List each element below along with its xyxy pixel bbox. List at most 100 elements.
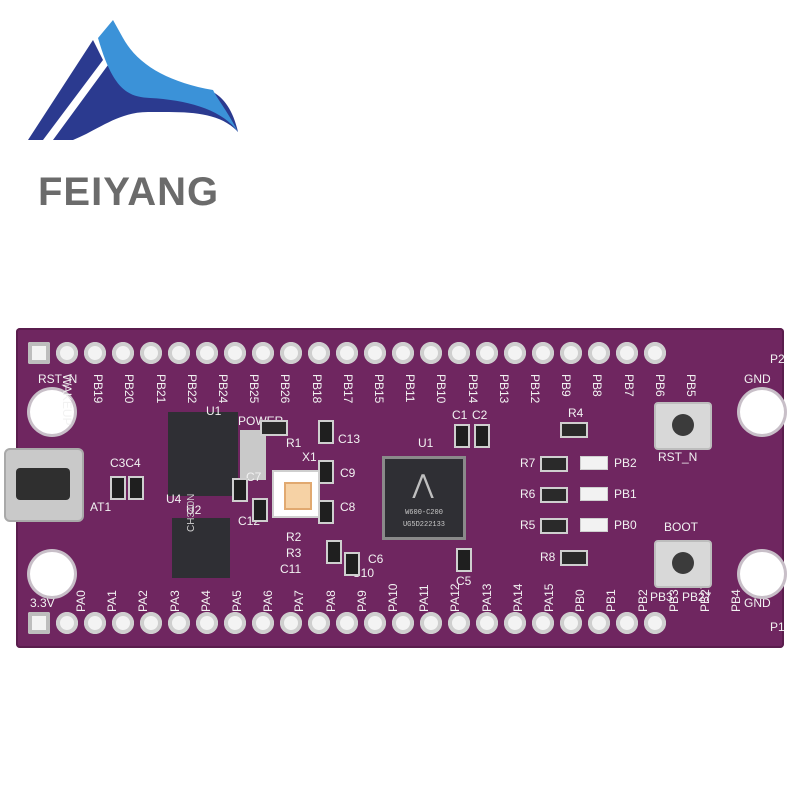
r8-label: R8 xyxy=(540,550,556,564)
pin-label-top: PB9 xyxy=(559,374,574,397)
pin-row-bottom xyxy=(28,612,768,638)
capacitor xyxy=(326,540,342,564)
pin xyxy=(112,342,134,364)
mounting-hole xyxy=(740,390,784,434)
pin-label-top: PB15 xyxy=(372,374,386,404)
pin-label-bottom: PA3 xyxy=(167,590,182,612)
pin xyxy=(560,612,582,634)
pin xyxy=(140,612,162,634)
pin-label-bottom: PA8 xyxy=(323,590,338,612)
chip-line-1: W600-C200 xyxy=(405,509,443,517)
top-right-label: GND xyxy=(744,372,771,386)
pb3-label: PB3 xyxy=(650,590,673,604)
crystal xyxy=(272,470,320,518)
pin xyxy=(336,612,358,634)
micro-usb-port[interactable] xyxy=(4,448,84,522)
bottom-header-label: P1 xyxy=(770,620,785,634)
pin xyxy=(56,612,78,634)
pin xyxy=(56,342,78,364)
main-chip: ⋀ W600-C200 UG5D222133 xyxy=(382,456,466,540)
r4-label: R4 xyxy=(568,406,584,420)
status-led xyxy=(580,487,608,501)
brand-name: FEIYANG xyxy=(38,170,220,214)
r3-label: R3 xyxy=(286,546,302,560)
feiyang-logo: FEIYANG xyxy=(18,20,248,214)
capacitor xyxy=(454,424,470,448)
pin-row-top xyxy=(28,342,768,368)
pb2-label: PB2 xyxy=(614,456,637,470)
pin xyxy=(560,342,582,364)
c9-label: C9 xyxy=(340,466,356,480)
capacitor xyxy=(318,460,334,484)
pin-label-bottom: PA1 xyxy=(105,590,120,612)
pin-label-top: PB14 xyxy=(465,374,480,404)
pin-label-bottom: PA15 xyxy=(542,583,556,612)
pin xyxy=(28,612,50,634)
pb27-label: PB27 xyxy=(682,590,712,604)
pin-label-top: PB20 xyxy=(122,374,137,404)
regulator-ref: U1 xyxy=(206,404,222,418)
pin-label-bottom: PB1 xyxy=(604,589,619,612)
rst-button[interactable] xyxy=(654,402,712,450)
pin xyxy=(364,612,386,634)
x1-label: X1 xyxy=(302,450,317,464)
pin xyxy=(224,342,246,364)
pin-label-bottom: PA2 xyxy=(136,590,151,612)
regulator-tab xyxy=(240,430,266,480)
r6-label: R6 xyxy=(520,487,536,501)
pin xyxy=(84,612,106,634)
pin-label-top: PB6 xyxy=(652,374,667,397)
mounting-hole xyxy=(30,552,74,596)
pb0-label: PB0 xyxy=(614,518,637,532)
c11-label: C11 xyxy=(280,562,302,576)
pin xyxy=(252,612,274,634)
c1-label: C1 xyxy=(452,408,468,422)
pin-label-top: PB7 xyxy=(621,374,636,397)
resistor xyxy=(560,550,588,566)
pin xyxy=(588,342,610,364)
pin xyxy=(420,342,442,364)
pin xyxy=(280,612,302,634)
pin-label-bottom: PA9 xyxy=(354,590,369,612)
pin xyxy=(448,342,470,364)
pin-label-bottom: PA13 xyxy=(479,583,494,612)
mounting-hole xyxy=(30,390,74,434)
pin xyxy=(196,612,218,634)
pin xyxy=(504,612,526,634)
pin-label-bottom: PA14 xyxy=(510,583,525,612)
pin xyxy=(224,612,246,634)
boot-button[interactable] xyxy=(654,540,712,588)
top-header-label: P2 xyxy=(770,352,785,366)
soic-ref: U2 xyxy=(186,503,202,517)
capacitor xyxy=(344,552,360,576)
pin-label-bottom: PA6 xyxy=(261,590,276,612)
pin-label-bottom: PA5 xyxy=(230,590,244,612)
capacitor xyxy=(456,548,472,572)
pin-label-top: PB5 xyxy=(684,374,698,397)
pin-label-top: PB8 xyxy=(590,374,605,397)
pin-label-top: PB10 xyxy=(434,374,449,404)
capacitor xyxy=(128,476,144,500)
pin xyxy=(140,342,162,364)
smd-led-power xyxy=(260,420,288,436)
pin-label-top: PB13 xyxy=(496,374,511,404)
c3c4-label: C3C4 xyxy=(110,456,141,470)
pin-label-bottom: PB4 xyxy=(729,589,744,612)
pin xyxy=(616,342,638,364)
capacitor xyxy=(318,420,334,444)
capacitor xyxy=(474,424,490,448)
pin-label-bottom: PB0 xyxy=(573,589,588,612)
bottom-left-label: 3.3V xyxy=(30,596,55,610)
pin-label-top: PB18 xyxy=(309,374,324,404)
pin xyxy=(532,342,554,364)
capacitor xyxy=(232,478,248,502)
pin-label-top: PB24 xyxy=(216,374,230,404)
pin xyxy=(392,342,414,364)
chip-ref: U1 xyxy=(418,436,434,450)
r2-label: R2 xyxy=(286,530,302,544)
pin-label-top: PB26 xyxy=(278,374,293,404)
c6-label: C6 xyxy=(368,552,384,566)
pin-label-top: PB22 xyxy=(184,374,199,404)
capacitor xyxy=(252,498,268,522)
c13-label: C13 xyxy=(338,432,361,446)
